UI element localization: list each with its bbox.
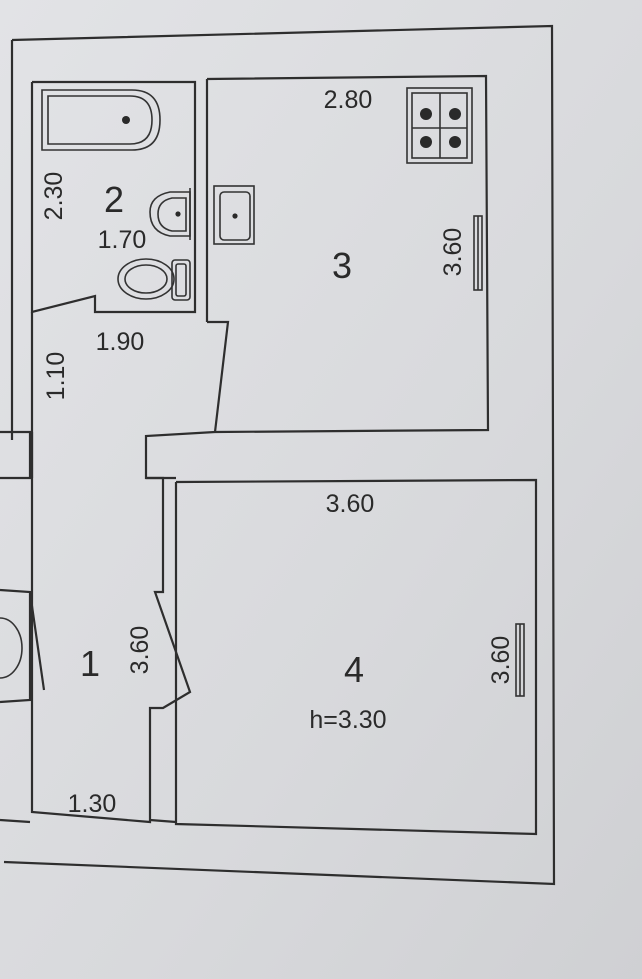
room-4-number: 4 bbox=[344, 649, 364, 690]
room-4-room bbox=[146, 476, 538, 836]
left-wall-stubs bbox=[0, 430, 32, 824]
bathtub-icon bbox=[41, 89, 161, 151]
room-2-bathroom bbox=[30, 79, 209, 432]
room-2-door-label: 1.90 bbox=[96, 328, 145, 356]
room-2-width-label: 1.70 bbox=[98, 226, 147, 254]
room-2-length-label: 2.30 bbox=[40, 172, 68, 221]
window-icon bbox=[515, 623, 525, 697]
room-3-kitchen bbox=[206, 74, 490, 434]
room-4-length-label: 3.60 bbox=[487, 636, 515, 685]
kitchen-sink-icon bbox=[213, 185, 255, 245]
room-1-number: 1 bbox=[80, 643, 100, 684]
stove-icon bbox=[406, 87, 473, 164]
room-3-width-label: 2.80 bbox=[324, 86, 373, 114]
outer-walls bbox=[3, 24, 556, 886]
room-1-width-label: 1.30 bbox=[68, 790, 117, 818]
room-4-height-label: h=3.30 bbox=[309, 706, 386, 734]
window-icon bbox=[473, 215, 483, 291]
room-1-hallway bbox=[0, 430, 216, 824]
room-1-corridor-label: 1.10 bbox=[42, 352, 70, 401]
door-swing-icon bbox=[0, 617, 23, 679]
room-3-length-label: 3.60 bbox=[439, 228, 467, 277]
room-2-number: 2 bbox=[104, 179, 124, 220]
room-1-length-label: 3.60 bbox=[126, 626, 154, 675]
washbasin-icon bbox=[149, 188, 191, 240]
room-4-width-label: 3.60 bbox=[326, 490, 375, 518]
room-3-number: 3 bbox=[332, 245, 352, 286]
toilet-icon bbox=[117, 258, 191, 301]
